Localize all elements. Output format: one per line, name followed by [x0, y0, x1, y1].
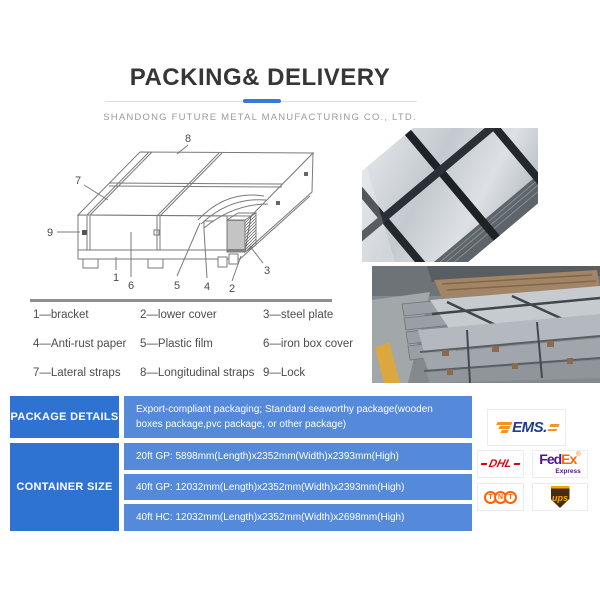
photo-steel-packages-warehouse: [372, 266, 600, 383]
lock-icon: [82, 230, 87, 235]
legend-item-iron-box-cover: 6—iron box cover: [263, 338, 354, 350]
container-size-row-40ft-gp: 40ft GP: 12032mm(Length)x2352mm(Width)x2…: [124, 473, 472, 501]
container-size-header: CONTAINER SIZE: [10, 443, 119, 531]
callout-8: 8: [185, 133, 191, 145]
dhl-dash-icon: [513, 462, 521, 466]
ems-logo-text: EMS.: [512, 419, 547, 436]
callout-4: 4: [204, 281, 210, 293]
ems-equals-icon: [547, 424, 560, 431]
box-outline: [57, 144, 315, 282]
company-name: SHANDONG FUTURE METAL MANUFACTURING CO.,…: [103, 112, 417, 123]
container-size-row-20ft-gp: 20ft GP: 5898mm(Length)x2352mm(Width)x23…: [124, 443, 472, 470]
callout-leader-lines: [57, 144, 264, 282]
tnt-logo: T N T: [477, 483, 524, 511]
legend-item-lock: 9—Lock: [263, 367, 306, 379]
ups-shield-icon: ups: [550, 486, 570, 508]
steel-plate-stack: [226, 219, 246, 253]
fedex-express-text: Express: [555, 468, 581, 476]
page-title: PACKING& DELIVERY: [129, 64, 391, 91]
container-size-cells: 20ft GP: 5898mm(Length)x2352mm(Width)x23…: [124, 443, 472, 532]
legend-item-steel-plate: 3—steel plate: [263, 309, 334, 321]
legend-item-bracket: 1—bracket: [33, 309, 89, 321]
title-divider-accent: [243, 99, 281, 103]
ups-logo: ups: [532, 483, 588, 511]
legend-item-plastic-film: 5—Plastic film: [140, 338, 213, 350]
plastic-film-layers: [197, 194, 269, 230]
legend-item-lower-cover: 2—lower cover: [140, 309, 217, 321]
callout-6: 6: [128, 280, 134, 292]
legend-divider: [30, 299, 332, 302]
fedex-logo-wrap: FedEx® Express: [539, 452, 580, 476]
ems-logo: EMS.: [487, 409, 566, 446]
floor-yellow-line: [375, 342, 400, 383]
tnt-circle-letter: N: [494, 490, 507, 504]
tnt-circle-letter: T: [504, 490, 517, 504]
callout-2: 2: [229, 283, 235, 295]
dhl-logo-row: DHL: [478, 458, 524, 470]
fedex-logo-text: FedEx®: [539, 451, 581, 468]
ems-flag-icon: [493, 422, 513, 433]
packing-legend: 1—bracket 2—lower cover 3—steel plate 4—…: [33, 309, 368, 383]
legend-item-lateral-straps: 7—Lateral straps: [33, 367, 121, 379]
package-details-header: PACKAGE DETAILS: [10, 396, 119, 438]
callout-9: 9: [47, 227, 53, 239]
dhl-logo-text: DHL: [487, 458, 514, 470]
shipping-logos: EMS. DHL FedEx® Express T N T ups: [477, 409, 591, 515]
longitudinal-strap: [108, 182, 283, 188]
callout-7: 7: [75, 175, 81, 187]
container-size-row-40ft-hc: 40ft HC: 12032mm(Length)x2352mm(Width)x2…: [124, 504, 472, 532]
ups-logo-text: ups: [551, 492, 568, 503]
fedex-logo: FedEx® Express: [532, 450, 588, 478]
legend-item-longitudinal-straps: 8—Longitudinal straps: [140, 367, 255, 379]
callout-3: 3: [264, 265, 270, 277]
photo-steel-package-closeup: [362, 128, 538, 262]
callout-1: 1: [113, 272, 119, 284]
package-details-cell: Export-compliant packaging; Standard sea…: [124, 396, 472, 438]
dhl-dash-icon: [480, 462, 488, 466]
packing-box-diagram: 8 7 9 1 6 5 4 2 3: [47, 133, 315, 295]
spec-table: PACKAGE DETAILS Export-compliant packagi…: [10, 396, 472, 532]
dhl-logo: DHL: [477, 450, 524, 478]
callout-5: 5: [174, 280, 180, 292]
legend-item-antirust-paper: 4—Anti-rust paper: [33, 338, 127, 350]
